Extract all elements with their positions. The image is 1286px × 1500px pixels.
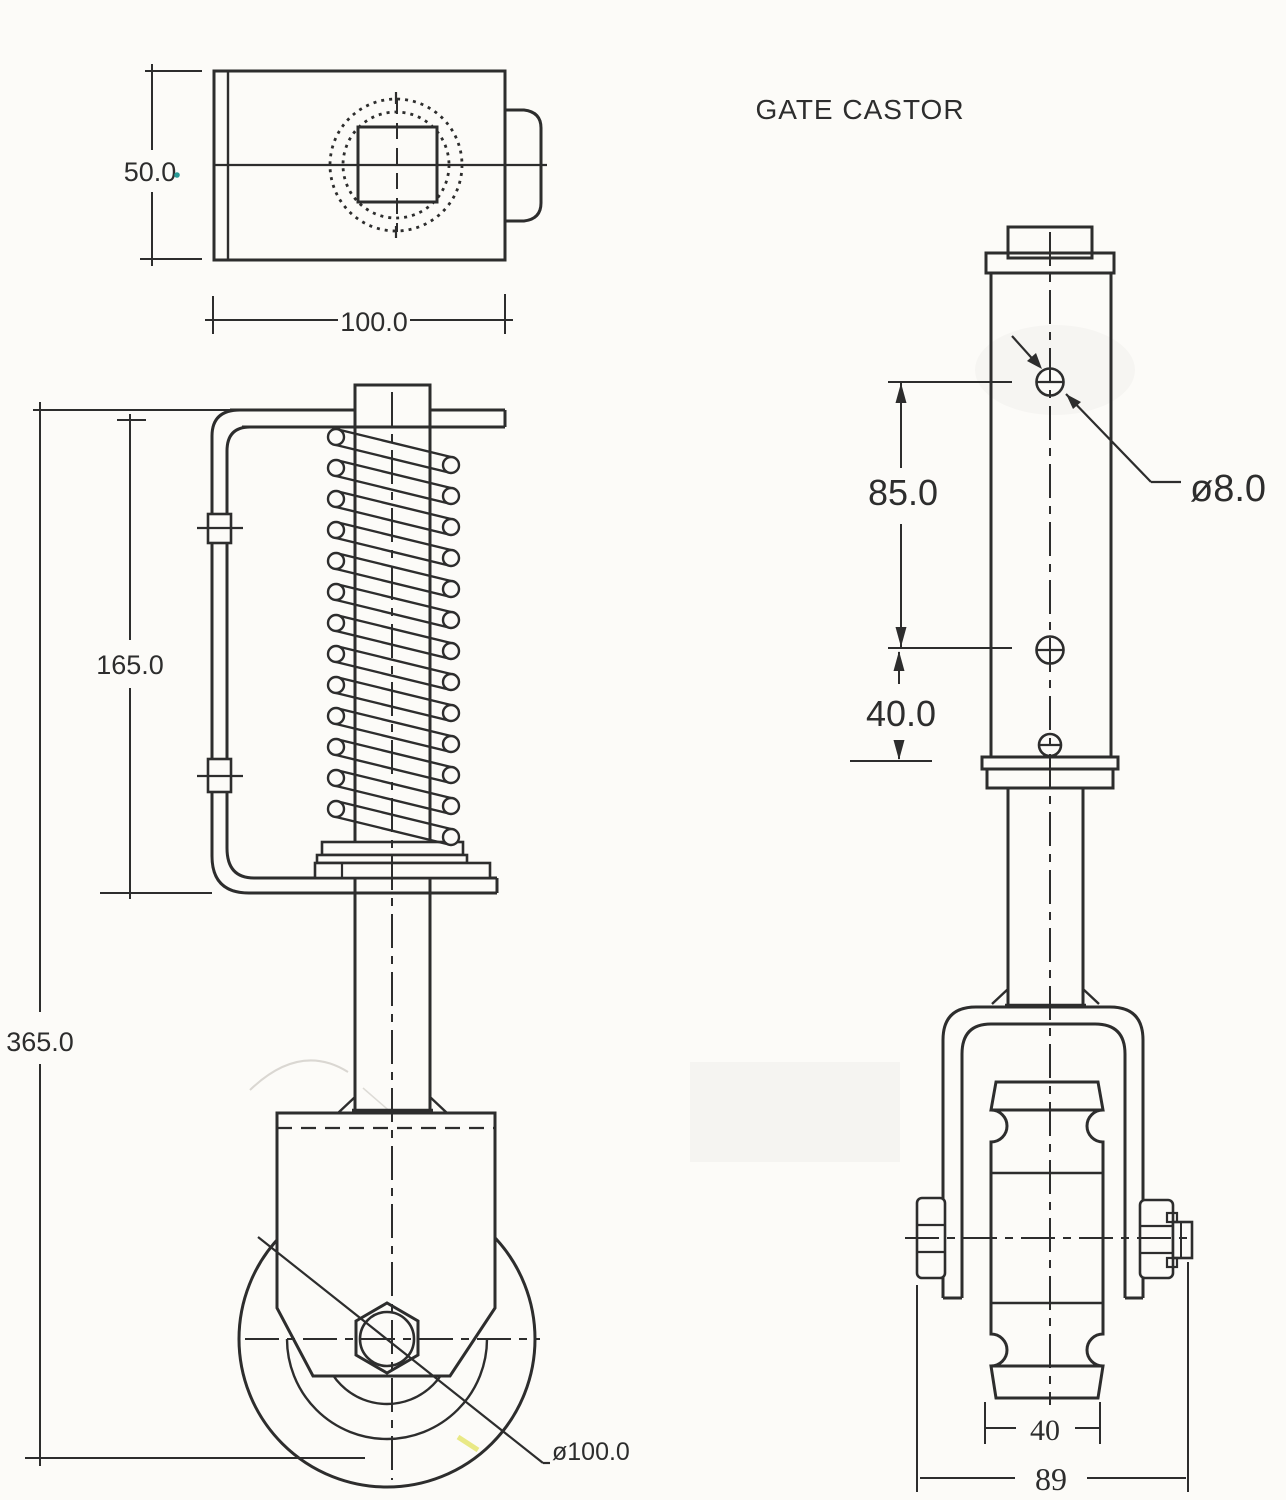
dim-40-89: 40 89: [916, 1262, 1189, 1497]
dim-365-label: 365.0: [6, 1027, 74, 1057]
bracket-clip-upper: [197, 512, 243, 545]
front-view: 165.0 365.0 ø100.0: [6, 383, 630, 1489]
arrow-up-icon: [893, 651, 905, 671]
bracket-clip-lower: [197, 757, 243, 794]
dim-100-label: 100.0: [340, 307, 408, 337]
drawing-title: GATE CASTOR: [755, 94, 964, 125]
dim-165-label: 165.0: [96, 650, 164, 680]
wheel-housing: [275, 1111, 497, 1378]
fork-inner: [960, 1022, 1127, 1298]
arrow-down-icon: [895, 627, 907, 647]
yellow-mark: [456, 1434, 480, 1453]
dim-165: 165.0: [96, 414, 212, 899]
spring-bracket-outer: [210, 408, 497, 895]
spring-bracket-inner: [225, 425, 497, 880]
dia-100-label: ø100.0: [552, 1438, 630, 1466]
top-view: 50.0 100.0: [124, 64, 547, 337]
arrow-up-icon: [895, 383, 907, 403]
side-view: 85.0 40.0 ø8.0 40 89: [850, 225, 1266, 1497]
stray-teal-dot: [174, 172, 180, 178]
dim-85-label: 85.0: [868, 472, 938, 513]
arrow-icon: [1066, 394, 1081, 409]
axle-thread-stub: [1171, 1220, 1194, 1260]
dim-85-40: 85.0 40.0: [850, 381, 1012, 762]
wheel-rim-arc: [285, 1338, 489, 1441]
fork-outer: [941, 1005, 1145, 1298]
arrow-down-icon: [893, 740, 905, 760]
dim-100: 100.0: [205, 294, 513, 337]
coil-spring: [326, 427, 461, 847]
dia-8-callout: ø8.0: [1011, 335, 1266, 510]
arrow-icon: [1027, 353, 1042, 369]
dia-8-label: ø8.0: [1190, 468, 1266, 510]
dim-50: 50.0: [124, 64, 202, 266]
dia-100-callout: ø100.0: [257, 1236, 630, 1466]
dim-40-wheel-label: 40: [1030, 1414, 1060, 1447]
axle-circle: [358, 1310, 416, 1368]
dim-89-label: 89: [1035, 1461, 1067, 1497]
dim-365: 365.0: [6, 402, 365, 1466]
dim-40-side-label: 40.0: [866, 693, 936, 734]
pencil-scribble: [249, 1059, 349, 1091]
spring-base-plates: [313, 840, 492, 880]
dim-50-label: 50.0: [124, 157, 177, 187]
